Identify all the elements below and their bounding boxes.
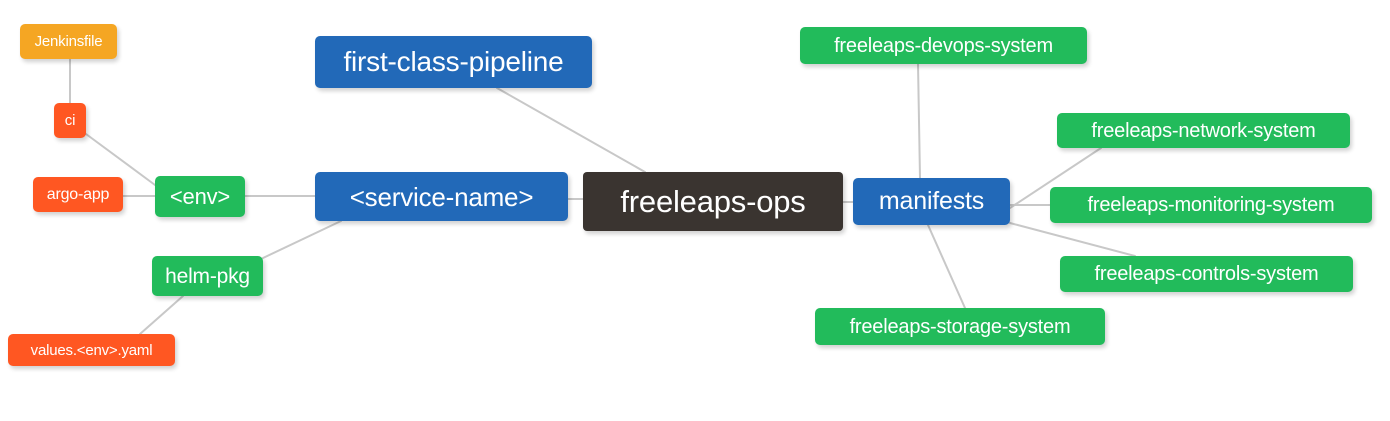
node-env[interactable]: <env> [155,176,245,217]
node-helm-pkg[interactable]: helm-pkg [152,256,263,296]
node-label: argo-app [46,185,110,203]
node-label: freeleaps-storage-system [849,315,1071,338]
node-label: freeleaps-network-system [1091,119,1316,142]
node-freeleaps-controls-system[interactable]: freeleaps-controls-system [1060,256,1353,292]
node-freeleaps-ops[interactable]: freeleaps-ops [583,172,843,231]
edge-helm-pkg-to-values-yaml [139,295,184,335]
node-label: values.<env>.yaml [30,341,153,359]
node-label: freeleaps-ops [620,184,806,219]
node-values-yaml[interactable]: values.<env>.yaml [8,334,175,366]
node-ci[interactable]: ci [54,103,86,138]
node-label: Jenkinsfile [34,33,103,50]
node-freeleaps-storage-system[interactable]: freeleaps-storage-system [815,308,1105,345]
node-label: helm-pkg [165,264,250,288]
edge-manifests-to-freeleaps-controls-system [1009,222,1136,257]
edge-manifests-to-freeleaps-devops-system [917,63,921,179]
edge-first-class-pipeline-to-freeleaps-ops [496,87,646,173]
node-label: freeleaps-monitoring-system [1087,194,1335,216]
node-freeleaps-monitoring-system[interactable]: freeleaps-monitoring-system [1050,187,1372,223]
node-label: <service-name> [349,181,534,212]
node-argo-app[interactable]: argo-app [33,177,123,212]
node-label: first-class-pipeline [343,46,564,77]
edge-manifests-to-freeleaps-storage-system [927,224,966,309]
node-freeleaps-network-system[interactable]: freeleaps-network-system [1057,113,1350,148]
node-label: manifests [878,187,985,215]
node-label: freeleaps-controls-system [1094,263,1319,285]
node-service-name[interactable]: <service-name> [315,172,568,221]
edge-service-name-to-helm-pkg [262,220,342,259]
node-label: <env> [169,183,231,209]
node-jenkinsfile[interactable]: Jenkinsfile [20,24,117,59]
node-manifests[interactable]: manifests [853,178,1010,225]
node-first-class-pipeline[interactable]: first-class-pipeline [315,36,592,88]
node-freeleaps-devops-system[interactable]: freeleaps-devops-system [800,27,1087,64]
node-label: freeleaps-devops-system [834,34,1053,57]
node-label: ci [64,112,76,129]
